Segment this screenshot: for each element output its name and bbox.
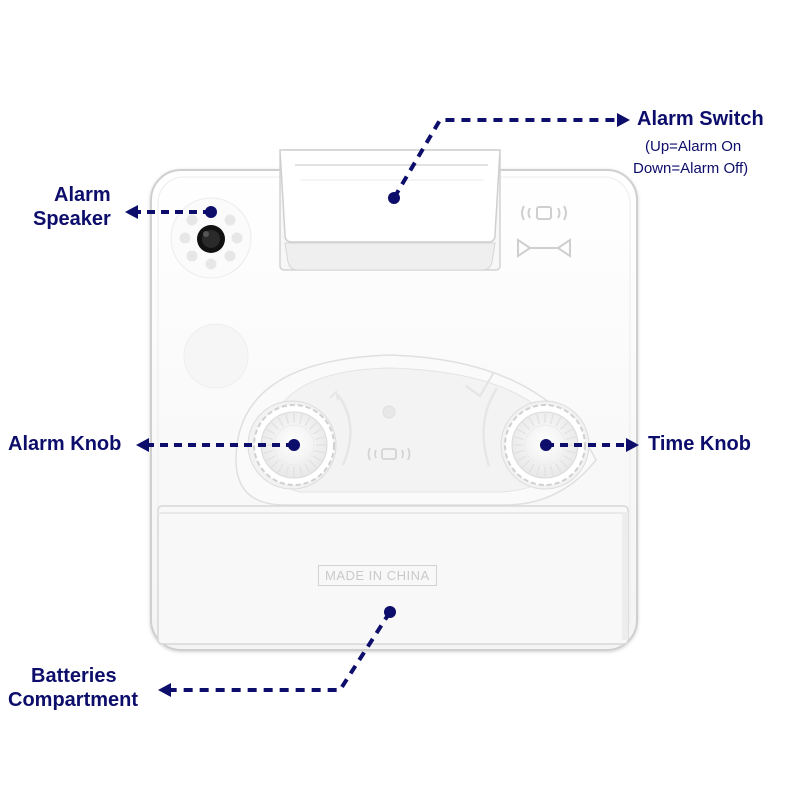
knob-ridge xyxy=(516,455,527,463)
callout-dot-time-knob xyxy=(540,439,552,451)
label-alarm-speaker-line2: Speaker xyxy=(33,208,111,230)
knob-ridge xyxy=(265,427,276,435)
knob-ridge xyxy=(276,463,284,474)
knob-ridge xyxy=(315,435,327,441)
callout-alarm-switch xyxy=(392,118,618,200)
knob-ridge xyxy=(304,463,312,474)
batteries-compartment[interactable] xyxy=(157,505,629,645)
arrowhead-alarm-knob xyxy=(136,438,149,452)
callout-dot-alarm-knob xyxy=(288,439,300,451)
knob-ridge xyxy=(265,455,276,463)
knob-ridge xyxy=(298,466,304,478)
knob-ridge xyxy=(549,412,555,424)
knob-ridge xyxy=(276,416,284,427)
knob-ridge xyxy=(555,416,563,427)
label-alarm-speaker-line1: Alarm xyxy=(54,184,111,206)
callout-dot-alarm-speaker xyxy=(205,206,217,218)
alarm-speaker xyxy=(170,197,252,279)
knob-ridge xyxy=(566,449,578,455)
knob-ridge xyxy=(512,435,524,441)
arrowhead-alarm-speaker xyxy=(125,205,138,219)
knob-ridge xyxy=(315,449,327,455)
alarm-switch[interactable] xyxy=(279,149,501,271)
silent-bell-icon xyxy=(517,238,571,258)
knob-ridge xyxy=(312,427,323,435)
knob-ridge xyxy=(270,460,279,469)
knob-ridge xyxy=(555,463,563,474)
knob-ridge xyxy=(270,421,279,430)
knob-ridge xyxy=(521,460,530,469)
alarm-wave-icon xyxy=(367,447,411,461)
knob-ridge xyxy=(284,412,290,424)
knob-ridge xyxy=(527,416,535,427)
knob-ridge xyxy=(549,466,555,478)
knob-ridge xyxy=(535,412,541,424)
knob-ridge xyxy=(527,463,535,474)
label-alarm-switch: Alarm Switch xyxy=(637,108,764,130)
label-batteries-line1: Batteries xyxy=(31,665,117,687)
knob-ridge xyxy=(512,449,524,455)
knob-ridge xyxy=(261,449,273,455)
callout-dot-batteries xyxy=(384,606,396,618)
knob-ridge xyxy=(309,460,318,469)
note-alarm-switch-line2: Down=Alarm Off) xyxy=(633,160,749,177)
knob-ridge xyxy=(566,435,578,441)
knob-ridge xyxy=(312,455,323,463)
made-in-china-emboss: MADE IN CHINA xyxy=(318,565,437,586)
ringing-bell-icon xyxy=(521,205,567,221)
knob-ridge xyxy=(516,427,527,435)
knob-ridge xyxy=(560,460,569,469)
knob-ridge xyxy=(560,421,569,430)
arrowhead-alarm-switch xyxy=(617,113,630,127)
arrowhead-time-knob xyxy=(626,438,639,452)
label-time-knob: Time Knob xyxy=(648,433,751,455)
knob-ridge xyxy=(563,455,574,463)
knob-ridge xyxy=(261,435,273,441)
hanging-hole xyxy=(183,323,249,389)
label-batteries-line2: Compartment xyxy=(8,689,139,711)
note-alarm-switch-line1: (Up=Alarm On xyxy=(645,138,742,155)
knob-ridge xyxy=(284,466,290,478)
label-alarm-knob: Alarm Knob xyxy=(8,433,122,455)
knob-ridge xyxy=(298,412,304,424)
knob-ridge xyxy=(563,427,574,435)
knob-ridge xyxy=(535,466,541,478)
callout-dot-alarm-switch xyxy=(388,192,400,204)
knob-ridge xyxy=(304,416,312,427)
knob-ridge xyxy=(521,421,530,430)
knob-ridge xyxy=(309,421,318,430)
arrowhead-batteries xyxy=(158,683,171,697)
